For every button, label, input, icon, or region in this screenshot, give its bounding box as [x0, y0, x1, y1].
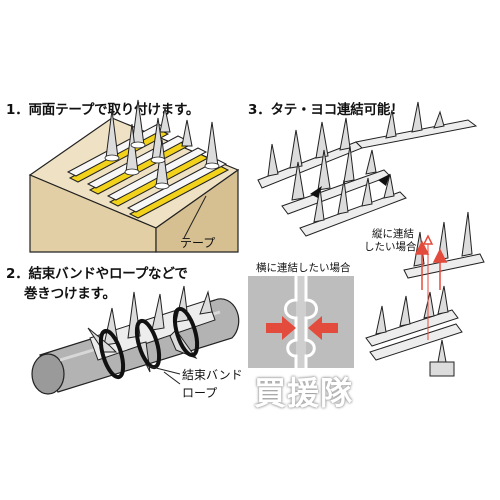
vertical-stack-strips — [365, 211, 485, 377]
step2-heading-line2: 巻きつけます。 — [24, 286, 116, 302]
band-label: 結束バンド — [182, 368, 243, 382]
tape-leader-line — [183, 195, 207, 239]
tape-label: テープ — [180, 236, 216, 250]
vertical-connect-arrows — [414, 234, 448, 340]
step1-heading: 1．両面テープで取り付けます。 — [6, 102, 200, 118]
vertical-connect-label-line2: したい場合 — [364, 241, 417, 253]
rope-label: ロープ — [182, 386, 218, 400]
vertical-connect-label-line1: 縦に連結 — [372, 228, 414, 240]
horizontal-connect-label: 横に連結したい場合 — [256, 262, 351, 274]
spike-strips-section1 — [66, 99, 230, 219]
horizontal-connect-arrows — [266, 316, 338, 340]
watermark: 買援隊 — [254, 374, 354, 412]
puzzle-joint-panel — [248, 276, 354, 368]
band-leader-line — [147, 365, 181, 375]
connected-strips — [257, 101, 478, 237]
step3-heading: 3．タテ・ヨコ連結可能！ — [248, 102, 404, 118]
step2-heading-line1: 2．結束バンドやロープなどで — [6, 266, 188, 282]
connect-arrows-top — [310, 174, 390, 198]
cable-ties — [98, 306, 200, 380]
